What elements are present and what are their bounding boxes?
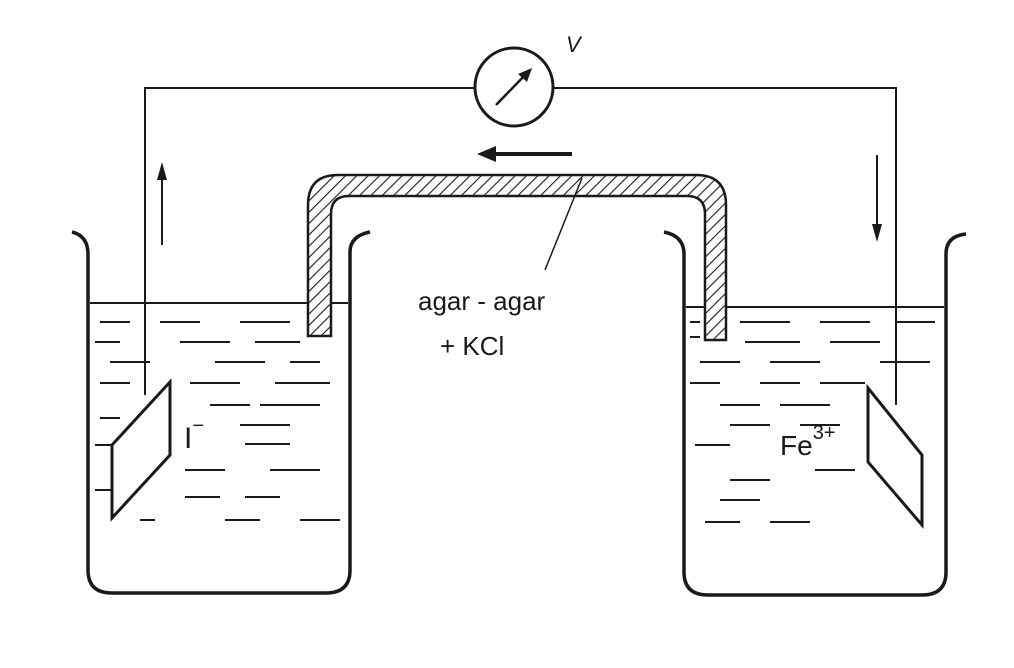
right-solution [686,306,944,523]
right-beaker: Fe3+ [663,230,967,597]
left-electrode [110,378,172,522]
right-electrode [866,383,924,530]
circuit-wire [144,87,897,405]
right-ion-label: Fe3+ [780,422,836,461]
salt-bridge [306,173,728,342]
left-solution [90,302,348,521]
voltmeter-needle-arrowhead [518,68,532,82]
right-current-arrow [872,155,882,242]
left-ion-label: I− [184,415,204,455]
salt-bridge-label-line2: + KCl [440,331,504,361]
left-beaker: I− [71,230,371,595]
ion-flow-arrow [477,146,572,162]
salt-bridge-label-line1: agar - agar [418,286,546,316]
voltmeter-label: V [566,32,583,57]
voltmeter: V [473,32,583,128]
salt-bridge-pointer [544,177,583,271]
left-current-arrow [157,162,167,245]
